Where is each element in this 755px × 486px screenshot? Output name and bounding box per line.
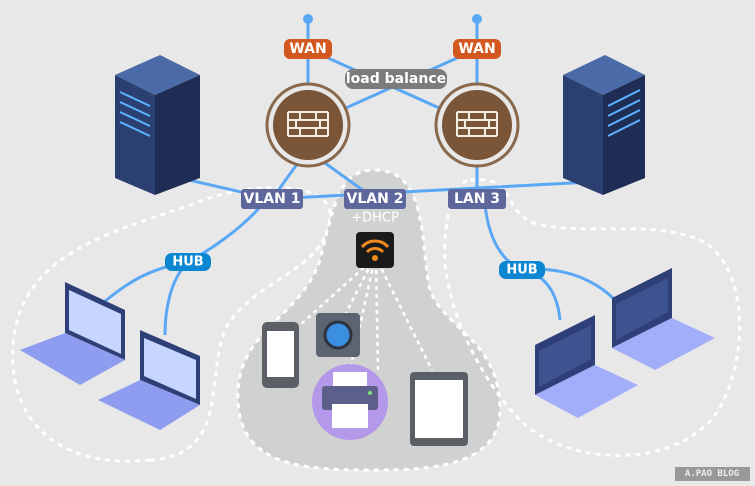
zone-vlan1 (11, 185, 332, 463)
server-left-icon (115, 55, 200, 195)
wifi-router-icon (356, 232, 394, 268)
wan-left-label: WAN (289, 41, 326, 57)
dhcp-label: +DHCP (351, 211, 399, 226)
vlan1-badge: VLAN 1 (241, 189, 303, 209)
camera-icon (316, 313, 360, 357)
wifi-links (299, 261, 434, 371)
firewall-right-icon (434, 82, 520, 168)
hub-right-label: HUB (506, 263, 537, 278)
internet-endpoint-left (303, 14, 313, 24)
hub-left-label: HUB (172, 255, 203, 270)
vlan1-label: VLAN 1 (244, 191, 301, 207)
laptop-icon (612, 268, 715, 370)
server-right-icon (563, 55, 645, 195)
tablet-icon (410, 372, 468, 446)
wan-right-label: WAN (458, 41, 495, 57)
wan-left-badge: WAN (284, 39, 332, 59)
printer-icon (312, 364, 388, 440)
hub-right-badge: HUB (499, 261, 545, 279)
firewall-left-icon (265, 82, 351, 168)
vlan2-badge: VLAN 2 (344, 189, 406, 209)
load-balance-badge: load balance (345, 69, 447, 89)
watermark-text: A.PAO BLOG (685, 469, 739, 479)
load-balance-label: load balance (346, 71, 446, 87)
laptop-icon (98, 330, 200, 430)
wan-right-badge: WAN (453, 39, 501, 59)
laptop-icon (535, 315, 638, 418)
laptop-icon (20, 282, 125, 385)
lan3-badge: LAN 3 (448, 189, 506, 209)
phone-icon (262, 322, 299, 388)
lan3-label: LAN 3 (454, 191, 500, 207)
vlan2-label: VLAN 2 (347, 191, 404, 207)
internet-endpoint-right (472, 14, 482, 24)
watermark: A.PAO BLOG (675, 467, 750, 481)
zone-lan3 (443, 178, 741, 457)
hub-left-badge: HUB (165, 253, 211, 271)
